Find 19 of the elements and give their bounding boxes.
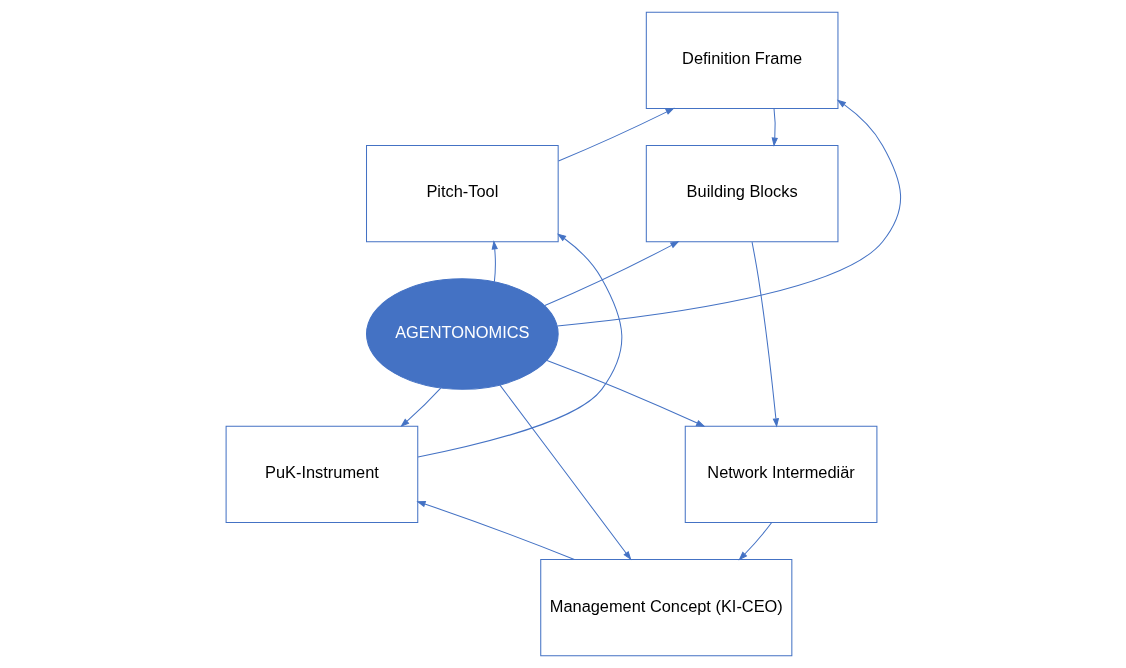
arrow (399, 387, 441, 428)
arrow (557, 107, 675, 162)
arrow (751, 241, 779, 428)
arrow (491, 240, 498, 283)
arrow (556, 99, 901, 327)
node-box: Definition Frame (645, 11, 838, 110)
node-box: Network Intermediär (684, 425, 877, 524)
arrow (543, 241, 679, 306)
node-box: Pitch-Tool (365, 144, 559, 243)
arrow (417, 233, 622, 458)
node-box: Management Concept (KI-CEO) (539, 558, 792, 657)
node-box: PuK-Instrument (225, 425, 418, 524)
arrow (771, 108, 778, 147)
arrow (737, 522, 772, 561)
arrow (498, 384, 631, 561)
node-box: Building Blocks (645, 144, 838, 243)
arrow (546, 359, 705, 427)
node-ellipse: AGENTONOMICS (365, 278, 559, 390)
arrow (415, 501, 575, 560)
